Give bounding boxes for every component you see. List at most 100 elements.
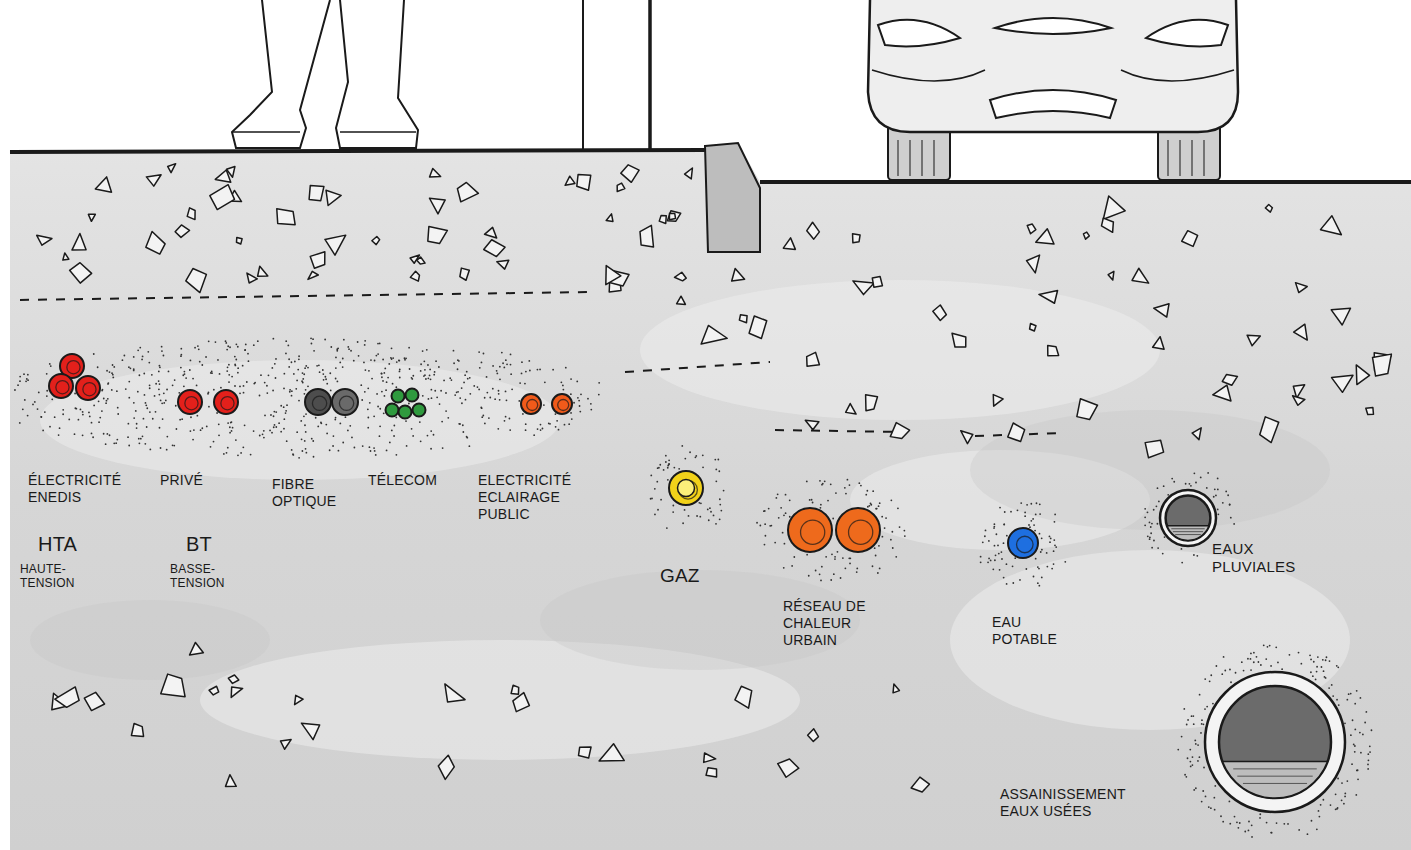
sand-dot [1157, 487, 1159, 489]
sand-dot [1049, 541, 1051, 543]
sand-dot [1250, 669, 1252, 671]
sand-dot [1206, 487, 1208, 489]
sand-dot [458, 360, 460, 362]
sand-dot [477, 386, 479, 388]
sand-dot [310, 337, 312, 339]
sand-dot [145, 404, 147, 406]
sand-dot [301, 438, 303, 440]
sand-dot [133, 417, 135, 419]
gravel-stone [258, 266, 268, 276]
gravel-stone [853, 281, 874, 295]
sand-dot [481, 407, 483, 409]
sand-dot [590, 409, 592, 411]
sand-dot [412, 375, 414, 377]
sand-dot [160, 447, 162, 449]
gravel-stone [606, 266, 621, 285]
sand-dot [112, 364, 114, 366]
sand-dot [367, 387, 369, 389]
sand-dot [821, 566, 823, 568]
sand-dot [105, 402, 107, 404]
gravel-stone [1030, 324, 1036, 331]
bt-cable [178, 390, 202, 414]
sand-dot [522, 413, 524, 415]
sand-dot [116, 439, 118, 441]
sand-dot [244, 349, 246, 351]
gravel-stone [1027, 224, 1036, 234]
sand-dot [1217, 477, 1219, 479]
curb [705, 143, 760, 252]
sand-dot [505, 359, 507, 361]
sand-dot [422, 350, 424, 352]
sand-dot [578, 400, 580, 402]
sand-dot [1006, 583, 1008, 585]
sand-dot [998, 553, 1000, 555]
sand-dot [32, 404, 34, 406]
sand-dot [1234, 816, 1236, 818]
sand-dot [1260, 664, 1262, 666]
sand-dot [1210, 674, 1212, 676]
gravel-stone [640, 225, 654, 247]
sand-dot [1313, 661, 1315, 663]
sand-dot [709, 507, 711, 509]
sand-dot [219, 373, 221, 375]
sand-dot [369, 446, 371, 448]
sand-dot [348, 348, 350, 350]
sand-dot [840, 577, 842, 579]
sand-dot [1310, 671, 1312, 673]
gravel-stone [866, 395, 878, 411]
gravel-stone [732, 269, 745, 281]
sand-dot [268, 374, 270, 376]
tire-groove [1203, 140, 1205, 176]
gravel-stone [808, 729, 819, 742]
sand-dot [1235, 672, 1237, 674]
sand-dot [46, 373, 48, 375]
sand-dot [1025, 568, 1027, 570]
sand-dot [999, 507, 1001, 509]
gravel-stone [460, 268, 469, 280]
sand-dot [789, 516, 791, 518]
sand-dot [1149, 537, 1151, 539]
sand-dot [1307, 833, 1309, 835]
sand-dot [1328, 687, 1330, 689]
sand-dot [783, 514, 785, 516]
sand-dot [1229, 503, 1231, 505]
sand-dot [698, 502, 700, 504]
sand-dot [570, 412, 572, 414]
waste-sewer-ripple [1233, 768, 1317, 769]
sand-dot [273, 426, 275, 428]
utility-label: HTA [38, 532, 98, 556]
sand-dot [25, 380, 27, 382]
sand-dot [266, 385, 268, 387]
sand-dot [1201, 801, 1203, 803]
sand-dot [1337, 807, 1339, 809]
sand-dot [379, 408, 381, 410]
sand-dot [88, 412, 90, 414]
sand-dot [80, 409, 82, 411]
sand-dot [138, 438, 140, 440]
sand-dot [667, 465, 669, 467]
gravel-stone [1108, 271, 1114, 280]
sand-dot [178, 392, 180, 394]
sand-dot [451, 379, 453, 381]
sand-dot [555, 426, 557, 428]
sand-dot [326, 383, 328, 385]
sand-dot [225, 342, 227, 344]
sand-dot [305, 365, 307, 367]
sand-dot [227, 366, 229, 368]
sand-dot [347, 346, 349, 348]
sand-dot [304, 393, 306, 395]
sand-dot [253, 344, 255, 346]
sand-dot [876, 508, 878, 510]
sand-dot [162, 418, 164, 420]
sand-dot [334, 419, 336, 421]
sand-dot [1369, 745, 1371, 747]
sand-dot [180, 354, 182, 356]
sand-dot [68, 419, 70, 421]
utility-label: TÉLECOM [368, 472, 458, 489]
sand-dot [391, 347, 393, 349]
sand-dot [453, 362, 455, 364]
sand-dot [872, 565, 874, 567]
sand-dot [454, 394, 456, 396]
utility-label: PRIVÉ [160, 472, 230, 489]
fibre-duct-inner [312, 396, 326, 410]
